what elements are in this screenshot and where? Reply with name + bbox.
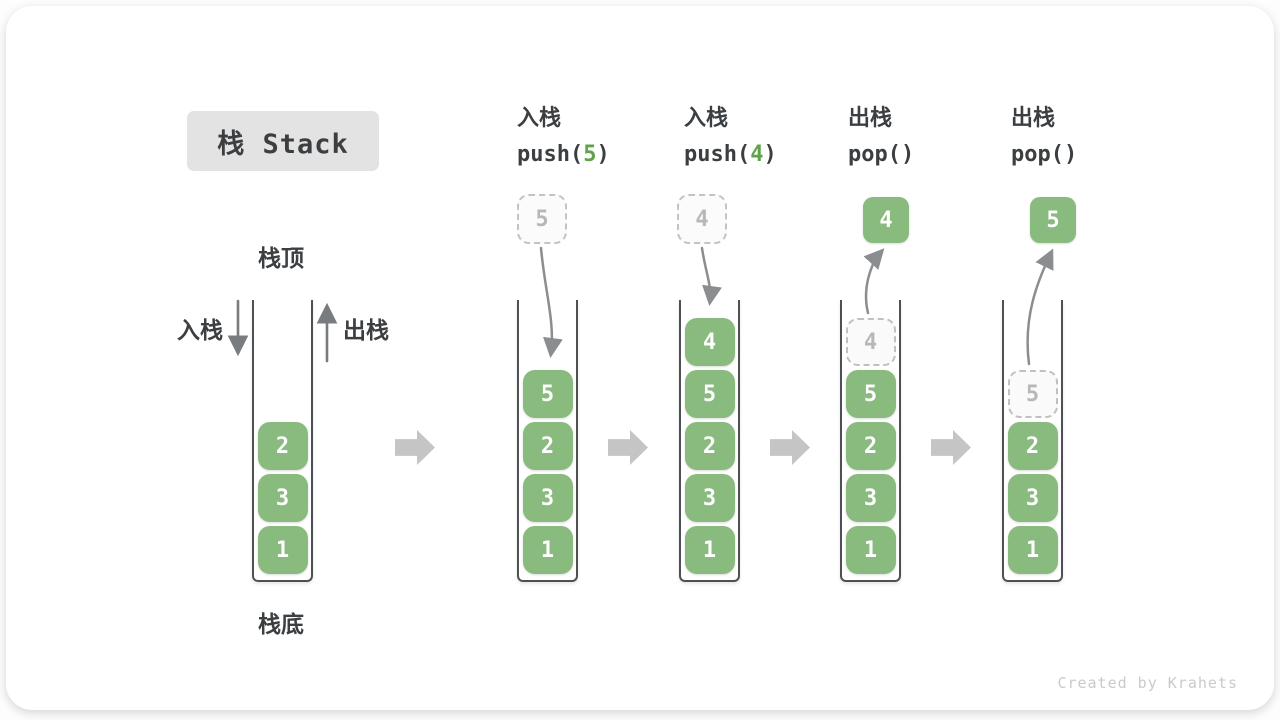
stack-item: 1 xyxy=(845,526,896,574)
stack-item: 1 xyxy=(522,526,573,574)
floating-item-4: 4 xyxy=(677,194,727,244)
stack-item: 3 xyxy=(257,474,308,522)
stack-item: 2 xyxy=(1007,422,1058,470)
stack-item: 1 xyxy=(684,526,735,574)
operation-title: 入栈 xyxy=(517,105,562,130)
stack-item: 3 xyxy=(684,474,735,522)
stack-item: 5 xyxy=(845,370,896,418)
stack-container-after-push-5 xyxy=(517,300,578,582)
ghost-item: 5 xyxy=(1007,370,1058,418)
stack-item: 5 xyxy=(684,370,735,418)
pop-direction-label: 出栈 xyxy=(343,317,389,343)
operation-label-pop-first: 出栈 pop() xyxy=(848,104,1008,169)
operation-title: 出栈 xyxy=(1011,105,1056,130)
stack-bottom-label: 栈底 xyxy=(258,611,304,637)
stack-item: 3 xyxy=(845,474,896,522)
operation-title: 出栈 xyxy=(848,105,893,130)
operation-label-push-5: 入栈 push(5) xyxy=(517,104,677,169)
stack-item: 1 xyxy=(257,526,308,574)
floating-item-5: 5 xyxy=(517,194,567,244)
operation-code: push(4) xyxy=(684,142,777,167)
stack-item: 3 xyxy=(1007,474,1058,522)
floating-item-5: 5 xyxy=(1030,197,1076,243)
watermark: Created by Krahets xyxy=(1057,674,1238,692)
floating-item-4: 4 xyxy=(863,197,909,243)
operation-label-push-4: 入栈 push(4) xyxy=(684,104,844,169)
stack-container-after-pop-4 xyxy=(840,300,901,582)
stack-item: 5 xyxy=(522,370,573,418)
operation-title: 入栈 xyxy=(684,105,729,130)
operation-code: pop() xyxy=(1011,142,1078,167)
stack-container-initial xyxy=(252,300,313,582)
ghost-item: 4 xyxy=(845,318,896,366)
stack-item: 2 xyxy=(522,422,573,470)
stack-top-label: 栈顶 xyxy=(258,245,304,271)
stack-item: 2 xyxy=(684,422,735,470)
stack-item: 2 xyxy=(845,422,896,470)
operation-label-pop-second: 出栈 pop() xyxy=(1011,104,1171,169)
push-direction-label: 入栈 xyxy=(177,317,223,343)
stack-item: 1 xyxy=(1007,526,1058,574)
diagram-title: 栈 Stack xyxy=(187,111,379,171)
stack-item: 3 xyxy=(522,474,573,522)
operation-code: push(5) xyxy=(517,142,610,167)
operation-code: pop() xyxy=(848,142,915,167)
stack-container-after-pop-5 xyxy=(1002,300,1063,582)
stack-item: 2 xyxy=(257,422,308,470)
stack-container-after-push-4 xyxy=(679,300,740,582)
stack-item: 4 xyxy=(684,318,735,366)
